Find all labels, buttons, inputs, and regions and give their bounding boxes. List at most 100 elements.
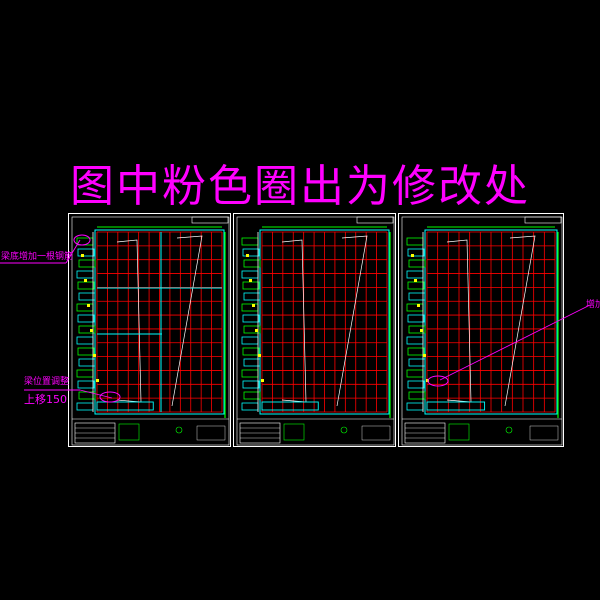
detail-block [408, 391, 426, 400]
sheet-inner-frame [236, 216, 395, 446]
detail-block [242, 314, 260, 323]
detail-block [242, 248, 260, 257]
detail-block [78, 259, 96, 268]
legend-notes [529, 425, 559, 441]
drawing-sheet-1 [68, 213, 231, 447]
legend-notes [196, 425, 226, 441]
detail-block [407, 380, 425, 389]
detail-block [78, 292, 96, 301]
boundary-outline [171, 235, 203, 407]
detail-block [241, 369, 259, 378]
detail-block [243, 259, 261, 268]
detail-block [76, 402, 94, 411]
detail-block [406, 369, 424, 378]
boundary-outline [336, 235, 368, 407]
detail-block [78, 325, 96, 334]
detail-block [77, 281, 95, 290]
sheet-inner-frame [71, 216, 230, 446]
detail-block [241, 237, 259, 246]
detail-block [406, 303, 424, 312]
drawing-sheet-2 [233, 213, 396, 447]
annotation-beam-rebar: 梁底增加一根钢筋 [1, 252, 74, 262]
detail-block [241, 303, 259, 312]
bottom-strip [96, 401, 154, 411]
legend-detail [283, 423, 305, 441]
detail-block [407, 347, 425, 356]
detail-block [242, 281, 260, 290]
bottom-strip [261, 401, 319, 411]
detail-block [408, 325, 426, 334]
yellow-mark [255, 329, 258, 332]
legend-notes [361, 425, 391, 441]
detail-block [407, 281, 425, 290]
title-strip [524, 216, 562, 224]
boundary-outline [281, 239, 307, 403]
yellow-mark [258, 354, 261, 357]
legend-symbol [175, 426, 183, 434]
outer-wall [94, 229, 225, 415]
detail-block [406, 402, 424, 411]
yellow-mark [426, 379, 429, 382]
legend-symbol [505, 426, 513, 434]
bottom-strip [426, 401, 486, 411]
yellow-mark [252, 304, 255, 307]
yellow-mark [249, 279, 252, 282]
yellow-mark [261, 379, 264, 382]
yellow-mark [246, 254, 249, 257]
detail-block [78, 391, 96, 400]
detail-block [76, 270, 94, 279]
detail-block [243, 292, 261, 301]
detail-block [406, 270, 424, 279]
detail-block [408, 358, 426, 367]
headline: 图中粉色圈出为修改处 [70, 161, 530, 212]
legend-symbol [340, 426, 348, 434]
outer-wall [259, 229, 390, 415]
detail-block [77, 248, 95, 257]
detail-block [408, 292, 426, 301]
title-strip [356, 216, 394, 224]
annotation-beam-position: 梁位置调整 [24, 377, 70, 387]
detail-block [241, 336, 259, 345]
yellow-mark [81, 254, 84, 257]
yellow-mark [423, 354, 426, 357]
yellow-mark [93, 354, 96, 357]
detail-block [77, 314, 95, 323]
yellow-mark [96, 379, 99, 382]
annotation-beam-shift: 上移150 [24, 393, 67, 406]
title-strip [191, 216, 229, 224]
detail-block [243, 391, 261, 400]
legend-detail [118, 423, 140, 441]
yellow-mark [90, 329, 93, 332]
yellow-mark [417, 304, 420, 307]
drawing-sheet-3 [398, 213, 564, 447]
detail-block [242, 347, 260, 356]
sheet-1-plan [71, 216, 230, 446]
sheet-3-plan [401, 216, 563, 446]
detail-block [242, 380, 260, 389]
yellow-mark [414, 279, 417, 282]
detail-block [77, 347, 95, 356]
boundary-outline [116, 239, 142, 403]
detail-block [243, 325, 261, 334]
detail-block [243, 358, 261, 367]
detail-block [406, 237, 424, 246]
sheet-inner-frame [401, 216, 563, 446]
sheet-2-plan [236, 216, 395, 446]
yellow-mark [420, 329, 423, 332]
yellow-mark [87, 304, 90, 307]
detail-block [407, 248, 425, 257]
boundary-outline [504, 235, 536, 407]
detail-block [408, 259, 426, 268]
detail-block [407, 314, 425, 323]
detail-block [241, 402, 259, 411]
detail-block [241, 270, 259, 279]
detail-block [76, 336, 94, 345]
detail-block [406, 336, 424, 345]
detail-block [76, 369, 94, 378]
detail-block [76, 237, 94, 246]
detail-block [78, 358, 96, 367]
yellow-mark [84, 279, 87, 282]
yellow-mark [411, 254, 414, 257]
annotation-add: 增加 [586, 300, 600, 310]
